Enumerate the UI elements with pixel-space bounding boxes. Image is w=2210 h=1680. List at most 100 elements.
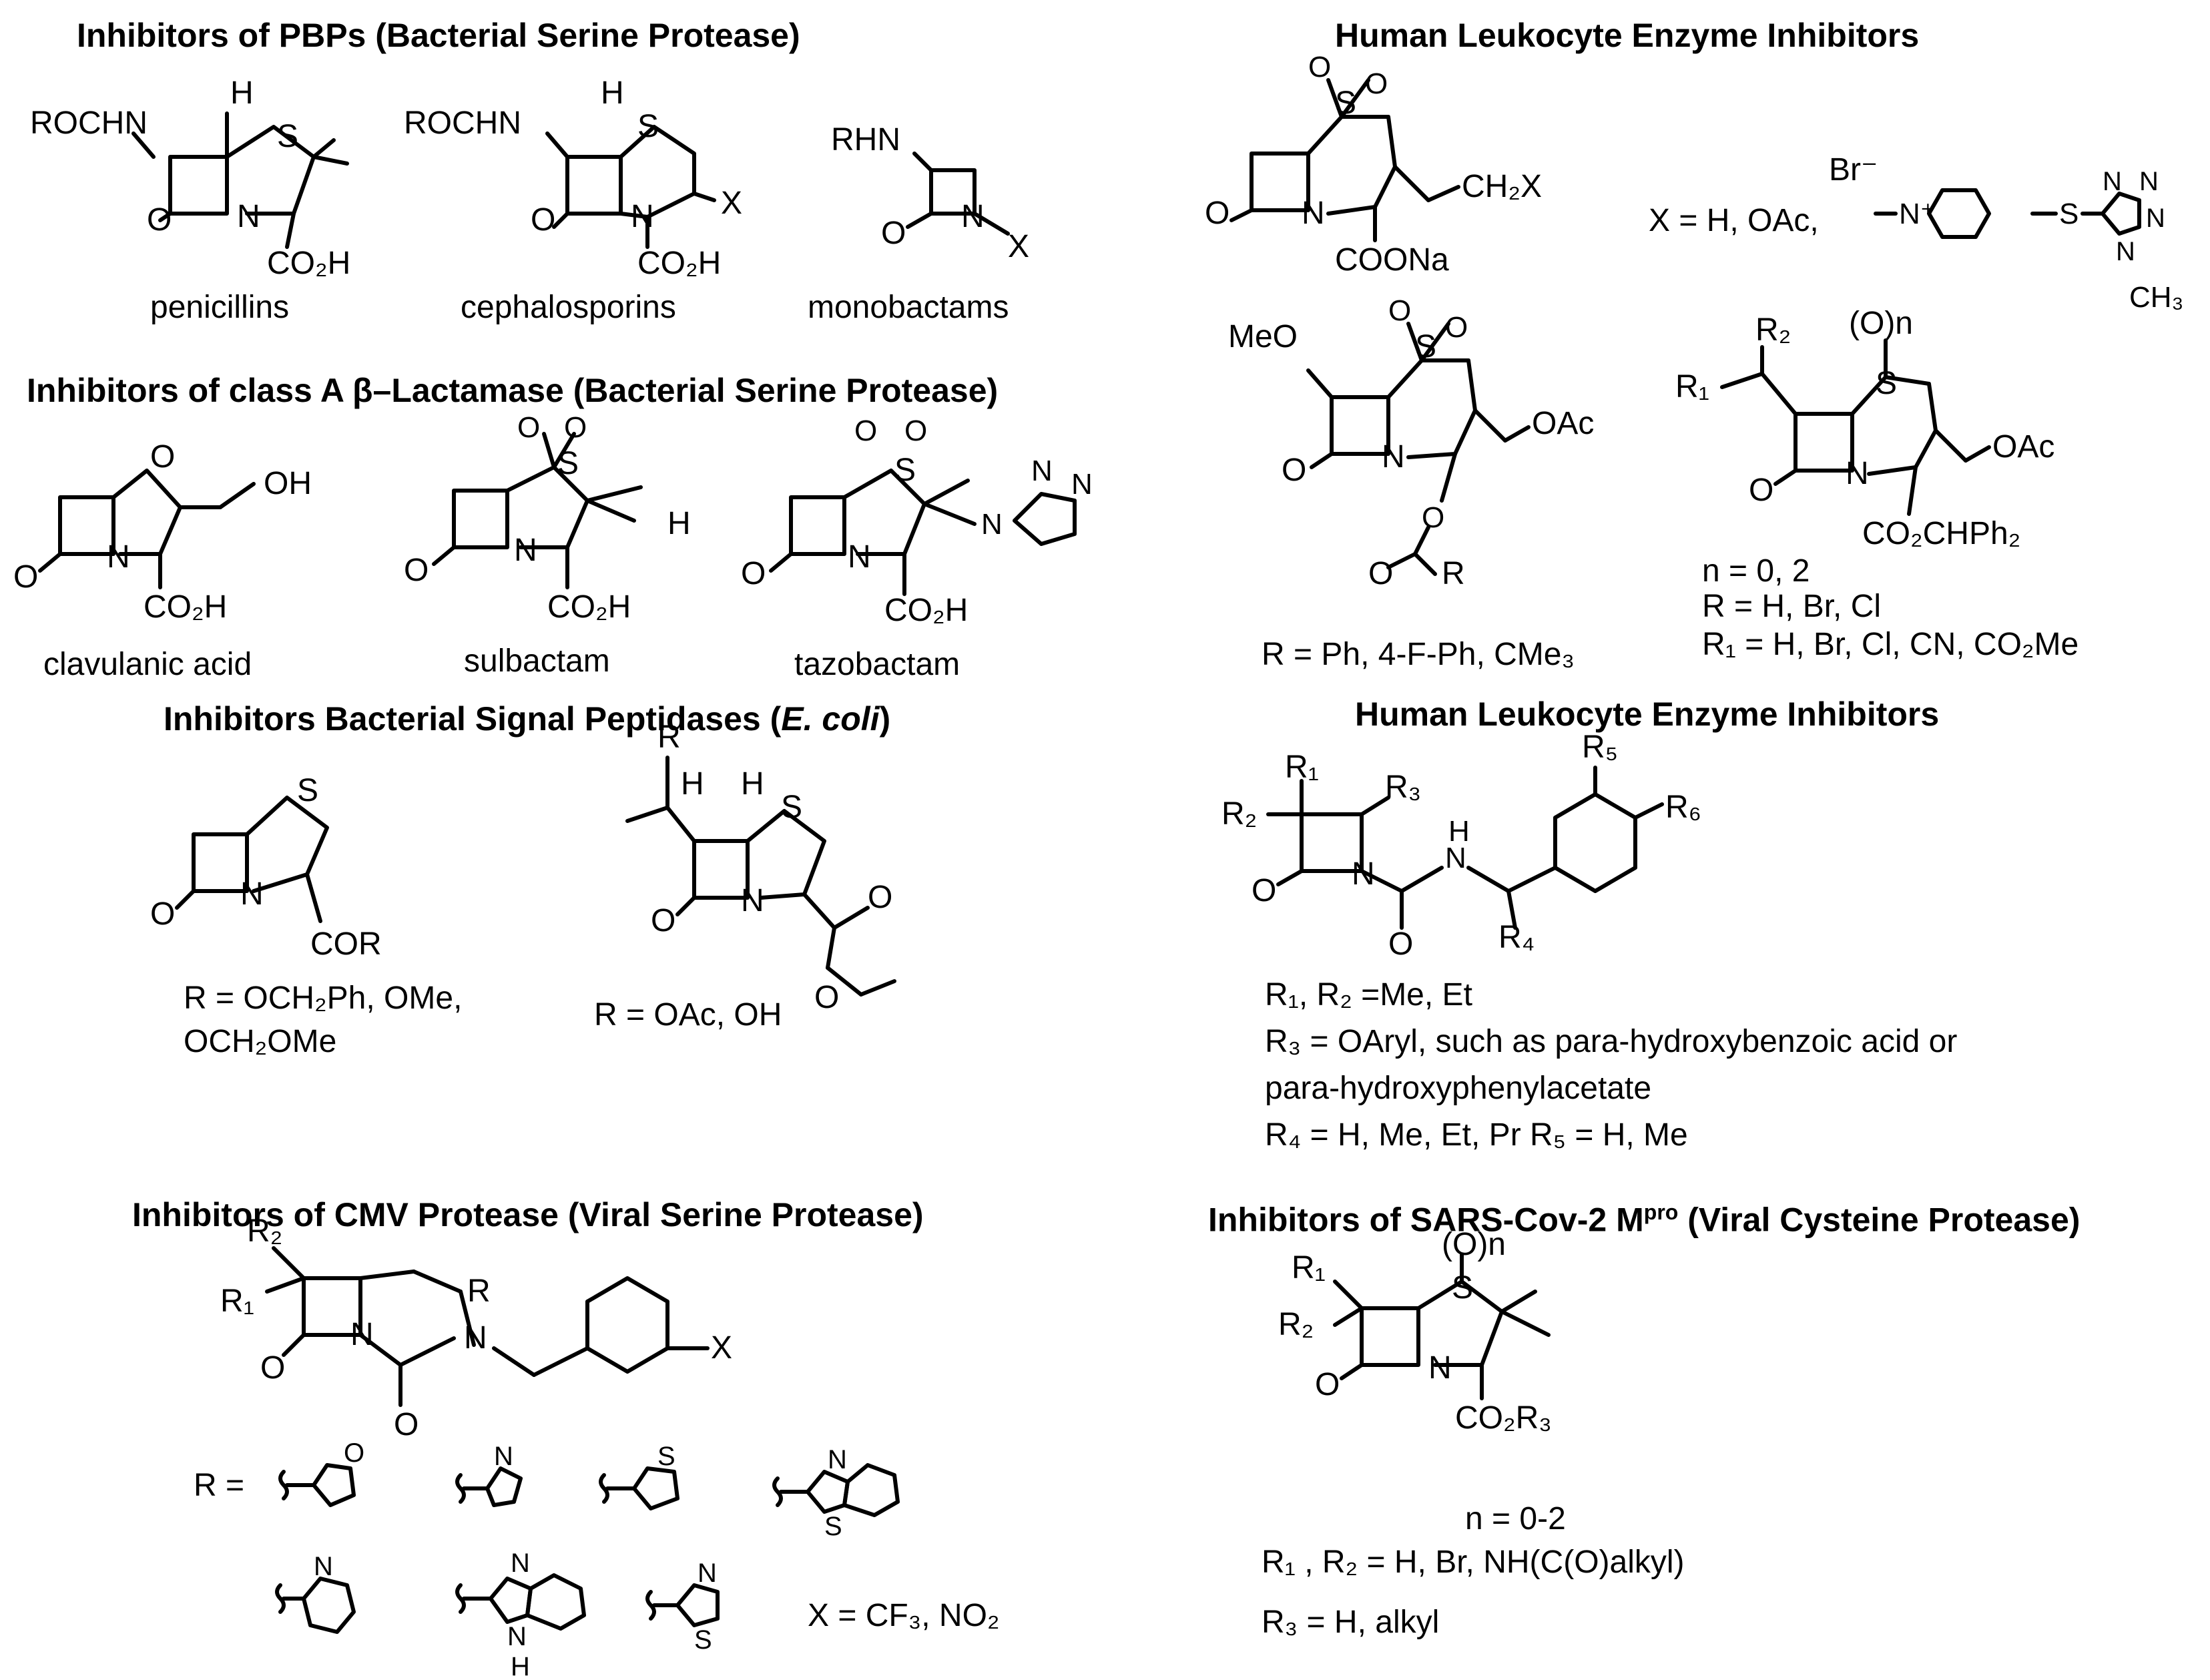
- structure-cephalosporin: ROCHN H S N O X CO₂H: [404, 75, 742, 281]
- pen-o: O: [147, 202, 172, 238]
- ceph-s: S: [637, 109, 659, 144]
- title-class-a-lactamase: Inhibitors of class A β–Lactamase (Bacte…: [27, 372, 999, 409]
- note-sars-n: n = 0-2: [1465, 1501, 1566, 1536]
- penem-n: N: [240, 876, 264, 912]
- tetrazole-n: N: [494, 1442, 513, 1471]
- az-o1: O: [1252, 873, 1276, 908]
- note-l2-r3-line2: para-hydroxyphenylacetate: [1265, 1071, 1652, 1106]
- pyridine-n: N: [314, 1552, 333, 1581]
- cmv-n1: N: [350, 1317, 374, 1352]
- sars-s: S: [1452, 1270, 1473, 1306]
- sulb-s: S: [557, 446, 579, 481]
- leuk-ch3: CH₃: [2129, 281, 2183, 314]
- note-cmv-r: R =: [194, 1468, 245, 1503]
- az-r4: R₄: [1498, 920, 1535, 955]
- tazo-n-link: N: [981, 508, 1003, 541]
- leuk-tet-n4: N: [2116, 237, 2135, 266]
- leuk-br: Br⁻: [1829, 152, 1878, 188]
- vpen-o3: O: [814, 980, 839, 1015]
- meo-o4: O: [1422, 501, 1444, 534]
- tazo-n3: N: [1071, 468, 1093, 501]
- mono-x: X: [1008, 229, 1029, 264]
- tazo-o1: O: [854, 414, 877, 447]
- structure-meo-cephem: MeO S O O N O OAc O O R: [1228, 294, 1594, 591]
- benzimidazole-n: N: [511, 1549, 530, 1578]
- note-leuk-x: X = H, OAc,: [1649, 203, 1819, 238]
- az-r1: R₁: [1285, 750, 1319, 785]
- vpen-r: R: [657, 720, 681, 755]
- label-sulbactam: sulbactam: [464, 643, 610, 679]
- vpen-s: S: [781, 790, 802, 825]
- leuk-tet-n2: N: [2139, 167, 2159, 196]
- sars-r1: R₁: [1292, 1250, 1326, 1286]
- sulb-o2: O: [564, 411, 587, 444]
- thiazole-s: S: [694, 1625, 712, 1655]
- cmv-x: X: [711, 1330, 732, 1366]
- sulb-o1: O: [517, 411, 540, 444]
- cs-s: S: [1335, 85, 1356, 121]
- mono-o: O: [881, 216, 906, 251]
- cmv-r2: R₂: [247, 1213, 282, 1249]
- az-r5: R₅: [1582, 730, 1618, 765]
- note-sars-r3: R₃ = H, alkyl: [1262, 1605, 1440, 1640]
- tazo-o2: O: [904, 414, 927, 447]
- leuk-x-options: Br⁻ N⁺ S N N N N CH₃: [1829, 152, 2183, 314]
- vpen-h2: H: [741, 766, 764, 802]
- cmv-o2: O: [394, 1407, 419, 1442]
- sars-o: O: [1315, 1367, 1340, 1402]
- vpen-o2: O: [868, 880, 892, 915]
- thiazole-n: N: [698, 1559, 717, 1588]
- cs-ch2x: CH₂X: [1462, 169, 1542, 204]
- cmv-r-groups: O N S N S N N N H: [275, 1438, 900, 1680]
- tazo-n2: N: [1031, 455, 1053, 487]
- meo-n: N: [1382, 439, 1405, 475]
- title-pbp-inhibitors: Inhibitors of PBPs (Bacterial Serine Pro…: [77, 17, 800, 54]
- note-sp-r-oac: R = OAc, OH: [594, 997, 782, 1033]
- cs-coona: COONa: [1335, 242, 1449, 278]
- structure-vinyl-penem: R H H S N O O O: [625, 720, 896, 1015]
- structure-monobactam: RHN N O X: [831, 122, 1029, 264]
- az-n: N: [1352, 856, 1375, 892]
- ceph-co2h: CO₂H: [637, 246, 721, 281]
- meo-o2: O: [1445, 311, 1468, 344]
- title-signal-peptidase: Inhibitors Bacterial Signal Peptidases (…: [164, 702, 890, 736]
- sulb-co2h: CO₂H: [547, 589, 631, 625]
- sars-n: N: [1428, 1350, 1452, 1386]
- note-sars-r1r2: R₁ , R₂ = H, Br, NH(C(O)alkyl): [1262, 1545, 1685, 1580]
- note-l2-r4r5: R₄ = H, Me, Et, Pr R₅ = H, Me: [1265, 1117, 1688, 1153]
- meo-o5: O: [1368, 556, 1393, 591]
- title-leukocyte-2: Human Leukocyte Enzyme Inhibitors: [1355, 695, 1940, 733]
- structure-azetidinone-urea: R₁ R₂ R₃ N O O N H R₄ R₅ R₆: [1221, 730, 1701, 962]
- title-leukocyte-1: Human Leukocyte Enzyme Inhibitors: [1335, 17, 1920, 54]
- note-sp-r-line1: R = OCH₂Ph, OMe,: [184, 981, 463, 1016]
- clav-o2: O: [13, 559, 38, 595]
- title-sars-sup: pro: [1643, 1200, 1679, 1224]
- note-leuk-r1: R₁ = H, Br, Cl, CN, CO₂Me: [1702, 627, 2079, 662]
- ceph-rochn: ROCHN: [404, 105, 521, 141]
- note-l2-r1r2: R₁, R₂ =Me, Et: [1265, 977, 1472, 1013]
- vpen-h1: H: [681, 766, 704, 802]
- structure-penem-ester: S N O COR: [150, 773, 382, 962]
- pen-n: N: [237, 199, 260, 234]
- tazo-o3: O: [741, 556, 766, 591]
- cs-o2: O: [1365, 67, 1388, 100]
- benzimidazole-n2: N: [507, 1622, 527, 1651]
- az-r2: R₂: [1221, 796, 1257, 832]
- label-tazobactam: tazobactam: [794, 647, 960, 682]
- meo-s: S: [1415, 329, 1436, 364]
- penem-s: S: [297, 773, 318, 808]
- structure-cmv-inhibitor: R₂ R₁ R N N O O X: [220, 1213, 732, 1442]
- pen-s: S: [277, 119, 298, 154]
- structure-penicillin: ROCHN H S N O CO₂H: [30, 75, 350, 281]
- tazo-s: S: [894, 453, 916, 488]
- ak-oac: OAc: [1992, 429, 2054, 465]
- label-monobactams: monobactams: [808, 290, 1009, 325]
- ceph-o: O: [531, 202, 555, 238]
- title-cmv-protease: Inhibitors of CMV Protease (Viral Serine…: [132, 1196, 924, 1233]
- label-cephalosporins: cephalosporins: [461, 290, 676, 325]
- pen-h: H: [230, 75, 254, 111]
- leuk-tet-n1: N: [2103, 167, 2122, 196]
- az-nh-n: N: [1445, 842, 1466, 874]
